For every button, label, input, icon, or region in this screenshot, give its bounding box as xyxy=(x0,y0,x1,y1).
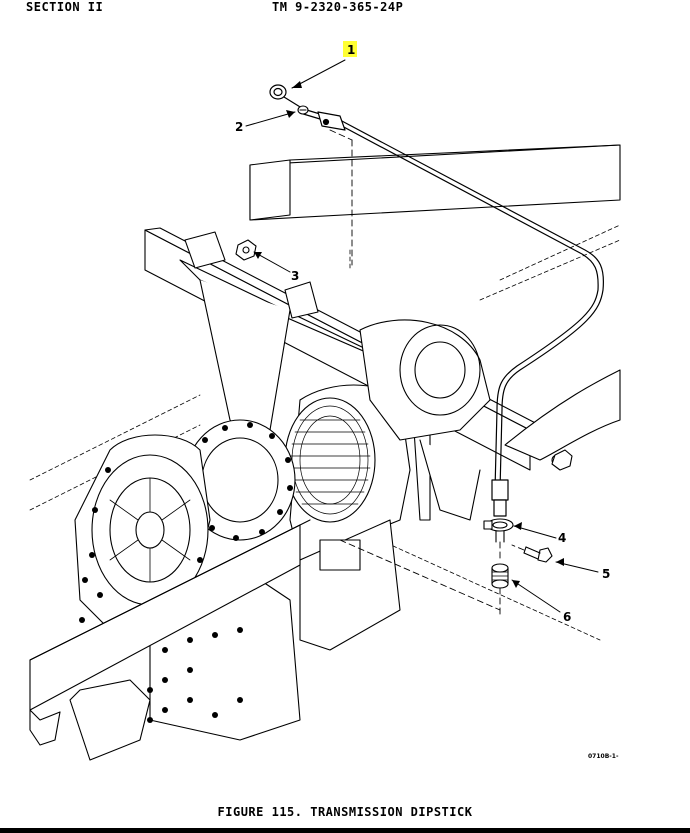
frame-rail-upper xyxy=(249,144,621,221)
bracket-bolt xyxy=(297,105,309,115)
leader-lines xyxy=(245,59,599,613)
mounting-nut-rear xyxy=(551,449,573,471)
callout-2: 2 xyxy=(235,120,243,134)
drawing-code: 0710B-1- xyxy=(588,753,619,760)
bottom-rule xyxy=(0,828,690,833)
dipstick-tube xyxy=(269,84,605,517)
tube-clamp xyxy=(483,518,514,543)
callout-1: 1 xyxy=(347,43,355,57)
callout-3: 3 xyxy=(291,269,299,283)
transmission-housing xyxy=(184,319,491,561)
callout-5: 5 xyxy=(602,567,610,581)
callout-highlight xyxy=(343,41,357,57)
grommet xyxy=(491,563,509,589)
mounting-nut-3 xyxy=(235,239,257,261)
assembly-lines xyxy=(329,129,525,616)
callout-6: 6 xyxy=(563,610,571,624)
frame-rail-lower xyxy=(29,519,311,761)
manual-number: TM 9-2320-365-24P xyxy=(272,0,404,14)
capscrew xyxy=(523,546,553,563)
callout-4: 4 xyxy=(558,531,566,545)
figure-caption: FIGURE 115. TRANSMISSION DIPSTICK xyxy=(217,805,473,819)
exploded-view-illustration: 1 2 3 4 5 6 0710B-1- xyxy=(29,41,621,761)
section-header: SECTION II xyxy=(26,0,104,14)
arrow-heads xyxy=(254,81,564,588)
